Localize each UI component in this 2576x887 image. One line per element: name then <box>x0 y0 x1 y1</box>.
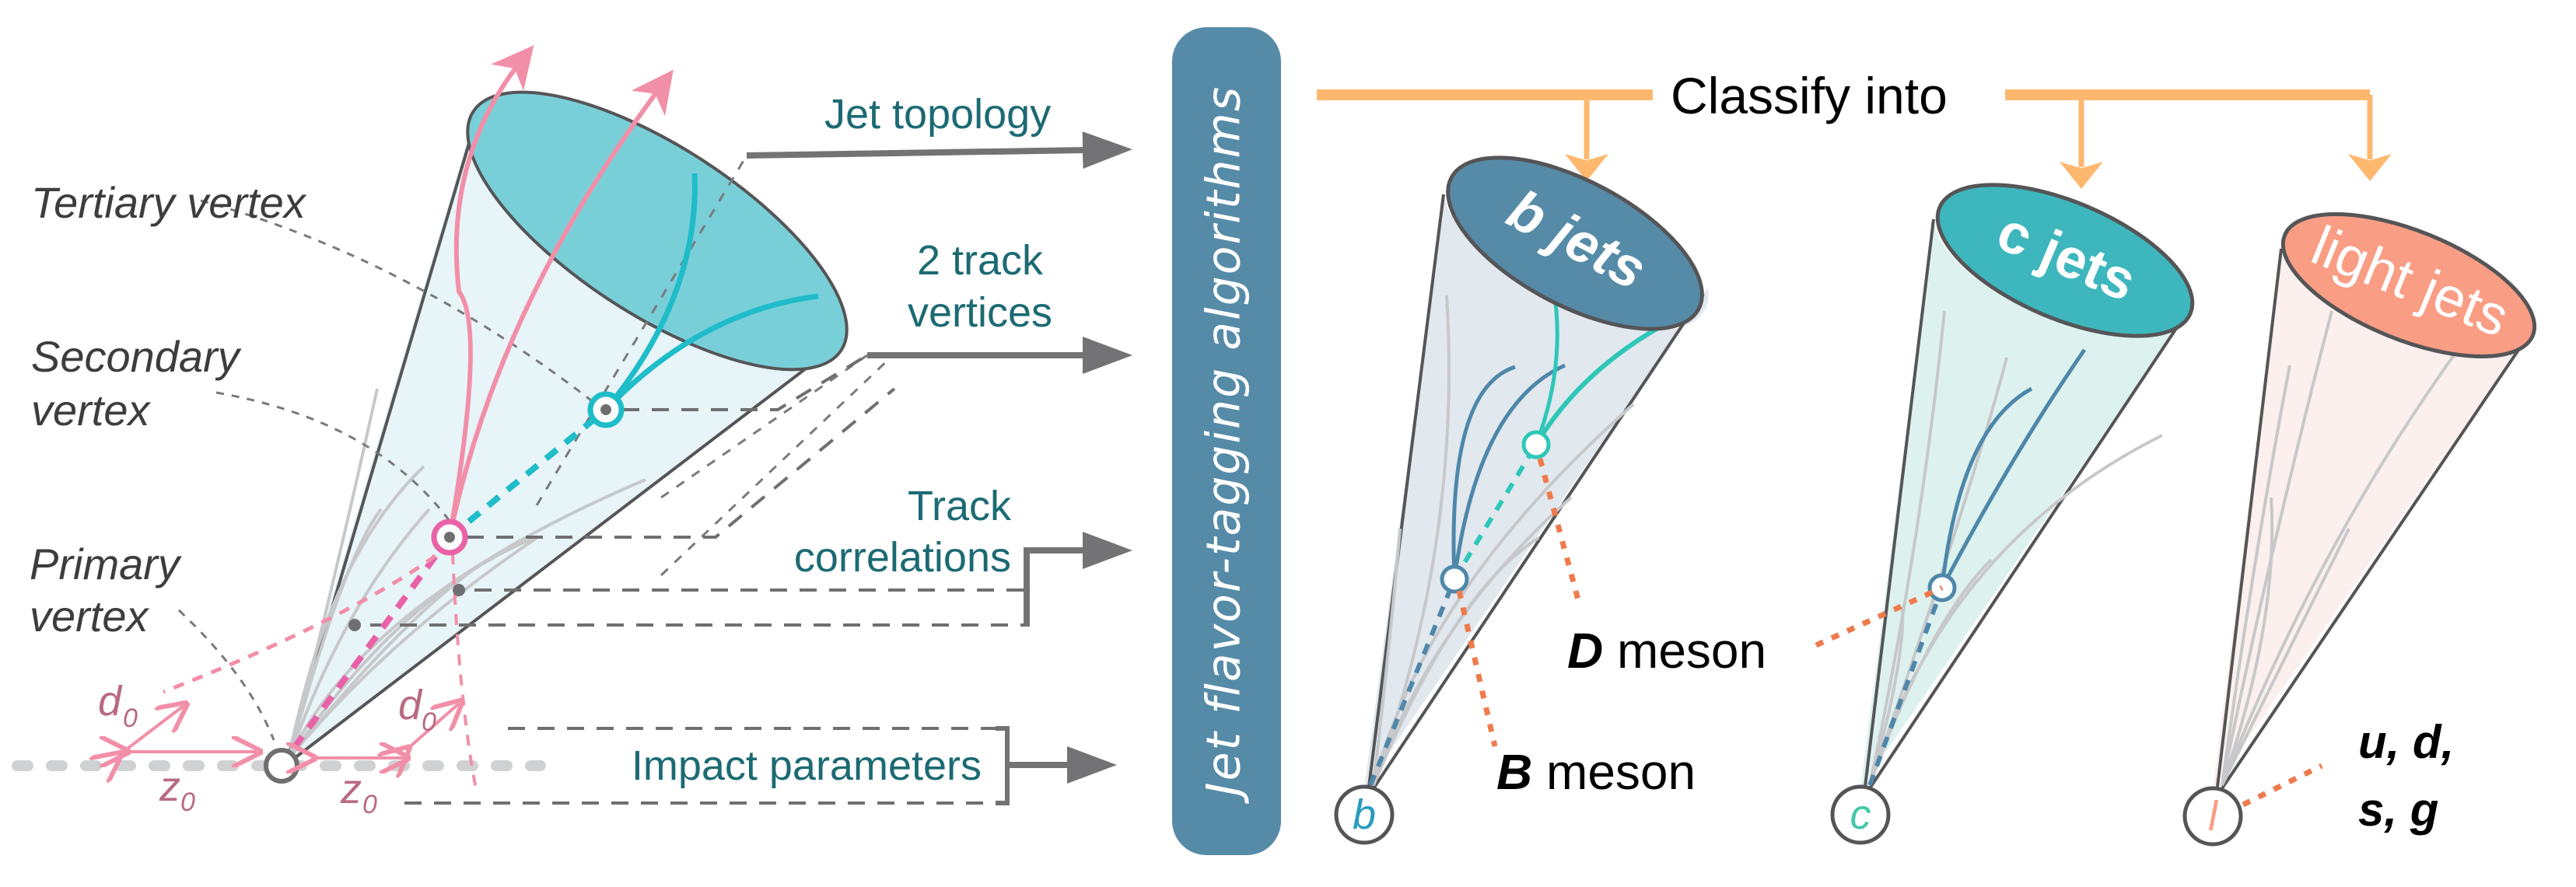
classification-connector <box>1317 89 2392 189</box>
secondary-vertex-label-line2: vertex <box>31 386 151 435</box>
primary-vertex-label-line1: Primary <box>30 540 182 588</box>
light-quark-symbol: l <box>2208 793 2219 840</box>
b-meson-label: B meson <box>1496 744 1696 800</box>
b-meson-word: meson <box>1532 744 1696 800</box>
z0-right-label: z 0 <box>340 766 377 819</box>
tertiary-tracks <box>447 173 819 540</box>
light-jet-cap <box>2280 212 2537 358</box>
tertiary-vertex-label: Tertiary vertex <box>31 178 307 227</box>
primary-vertex-marker <box>264 748 299 784</box>
b-meson-symbol: B <box>1496 744 1532 800</box>
d0-left-label: d 0 <box>98 678 138 733</box>
b-quark-marker <box>1334 784 1395 845</box>
light-quarks-line1: u, d, <box>2358 716 2454 768</box>
secondary-flight-path <box>291 535 453 750</box>
track-correlations-arrow <box>1024 532 1132 627</box>
primary-vertex-label-line2: vertex <box>30 592 149 641</box>
z-subscript: 0 <box>362 790 377 819</box>
label-leaders <box>177 199 592 741</box>
two-track-label-line1: 2 track <box>917 237 1044 284</box>
feature-arrows <box>746 131 1132 805</box>
d0-right-label: d 0 <box>398 682 436 737</box>
algorithm-label: Jet flavor-tagging algorithms <box>1197 86 1251 804</box>
left-jet-cone-body <box>282 111 826 766</box>
z0-left-label: z 0 <box>159 763 195 817</box>
d-symbol: d <box>398 682 423 728</box>
tertiary-vertex-dot <box>600 404 611 415</box>
d-meson-word: meson <box>1603 623 1766 679</box>
light-quarks-line2: s, g <box>2358 784 2438 836</box>
z-symbol: z <box>159 763 180 810</box>
track-point-1 <box>453 584 465 596</box>
light-quark-marker <box>2182 786 2243 847</box>
b-meson-vertex <box>1440 564 1469 594</box>
left-jet-cone-cap <box>466 90 849 372</box>
b-jet-cone: b jets b <box>1334 155 1709 845</box>
left-jet-illustration <box>12 45 1027 805</box>
b-jet-cap <box>1446 155 1704 331</box>
algorithm-pill <box>1172 27 1281 855</box>
two-track-label-line2: vertices <box>908 289 1052 336</box>
jet-topology-arrow <box>746 131 1132 169</box>
d-subscript: 0 <box>123 704 138 733</box>
d-meson-label: D meson <box>1567 623 1766 679</box>
feature-guides <box>370 155 1027 805</box>
track-correlations-label-line1: Track <box>908 483 1012 529</box>
z-symbol: z <box>340 766 362 812</box>
impact-extrapolation-right <box>451 553 478 790</box>
d-meson-symbol: D <box>1567 623 1603 679</box>
impact-parameter-arrows <box>118 704 459 758</box>
z-subscript: 0 <box>180 787 195 817</box>
c-jet-cap <box>1935 183 2195 338</box>
secondary-vertex-label-line1: Secondary <box>31 332 242 381</box>
d-symbol: d <box>98 678 123 725</box>
light-jet-cone: light jets l <box>2182 212 2537 847</box>
background-tracks <box>288 388 646 760</box>
d-subscript: 0 <box>422 707 436 737</box>
classify-header: Classify into <box>1671 67 1948 124</box>
impact-parameters-label: Impact parameters <box>632 742 982 789</box>
secondary-vertex-dot <box>444 532 455 543</box>
d-meson-vertex-b <box>1521 430 1551 459</box>
secondary-tracks <box>447 45 674 538</box>
c-quark-marker <box>1830 784 1891 845</box>
b-quark-symbol: b <box>1353 791 1376 838</box>
left-cone-edge-right <box>290 350 830 762</box>
impact-bracket <box>996 726 1010 805</box>
jet-topology-label: Jet topology <box>824 91 1051 138</box>
track-point-2 <box>348 619 361 631</box>
c-quark-symbol: c <box>1850 791 1871 838</box>
algorithm-box: Jet flavor-tagging algorithms <box>1172 27 1281 855</box>
track-correlations-label-line2: correlations <box>794 534 1011 581</box>
c-jet-cone: c jets c <box>1815 183 2195 845</box>
